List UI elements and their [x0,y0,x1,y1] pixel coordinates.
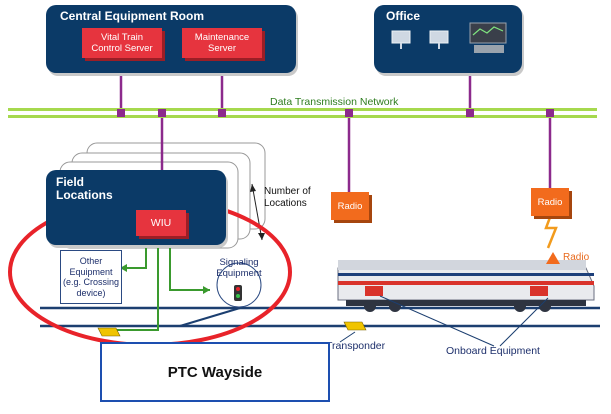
locations-arrow-line [251,183,263,241]
radio-antenna-label: Radio [563,252,590,263]
office-panel: Office [374,5,522,73]
central-radio-label: Radio [537,196,563,208]
radio-lightning [544,211,558,249]
onboard-pointer-2 [499,297,549,347]
network-line-bottom [8,115,597,118]
locations-arrow-head-top [250,184,256,192]
antenna [546,252,560,264]
field-locations-title: Field Locations [56,175,113,202]
office-title: Office [386,9,421,23]
transponder-pointer [339,331,356,343]
transponder-label: Transponder [326,340,386,352]
onboard-pointer-1 [379,295,495,347]
transponder-block-left [97,327,121,337]
train-graphic [337,260,595,312]
number-of-locations-label: Number of Locations [264,186,311,209]
workstation-icon [469,22,507,53]
network-label: Data Transmission Network [270,96,399,108]
other-equipment-label: Other Equipment (e.g. Crossing device) [62,256,120,298]
onboard-equipment-label: Onboard Equipment [446,345,540,357]
ptc-wayside-label: PTC Wayside [167,363,263,381]
wayside-radio-label: Radio [337,200,363,212]
central-radio-box[interactable]: Radio [531,188,569,216]
monitor-icon [391,30,411,49]
green-links [110,238,210,331]
office-workstations [391,22,507,53]
vital-server-label: Vital Train Control Server [91,32,153,54]
ptc-wayside-box[interactable]: PTC Wayside [100,342,330,402]
rail-switch [179,307,241,327]
wayside-radio-box[interactable]: Radio [331,192,369,220]
signaling-equipment-label: Signaling Equipment [216,257,262,279]
vital-train-control-server[interactable]: Vital Train Control Server [82,28,162,58]
network-line-top [8,108,597,111]
maintenance-server-label: Maintenance Server [194,32,250,54]
wiu-box[interactable]: WIU [136,210,186,236]
locations-arrow-head-bottom [258,233,265,240]
transponder-block-right [343,321,367,331]
monitor-icon [429,30,449,49]
maintenance-server[interactable]: Maintenance Server [182,28,262,58]
other-equipment-box[interactable]: Other Equipment (e.g. Crossing device) [60,250,122,304]
wiu-label: WIU [150,216,172,229]
central-room-title: Central Equipment Room [60,9,205,23]
